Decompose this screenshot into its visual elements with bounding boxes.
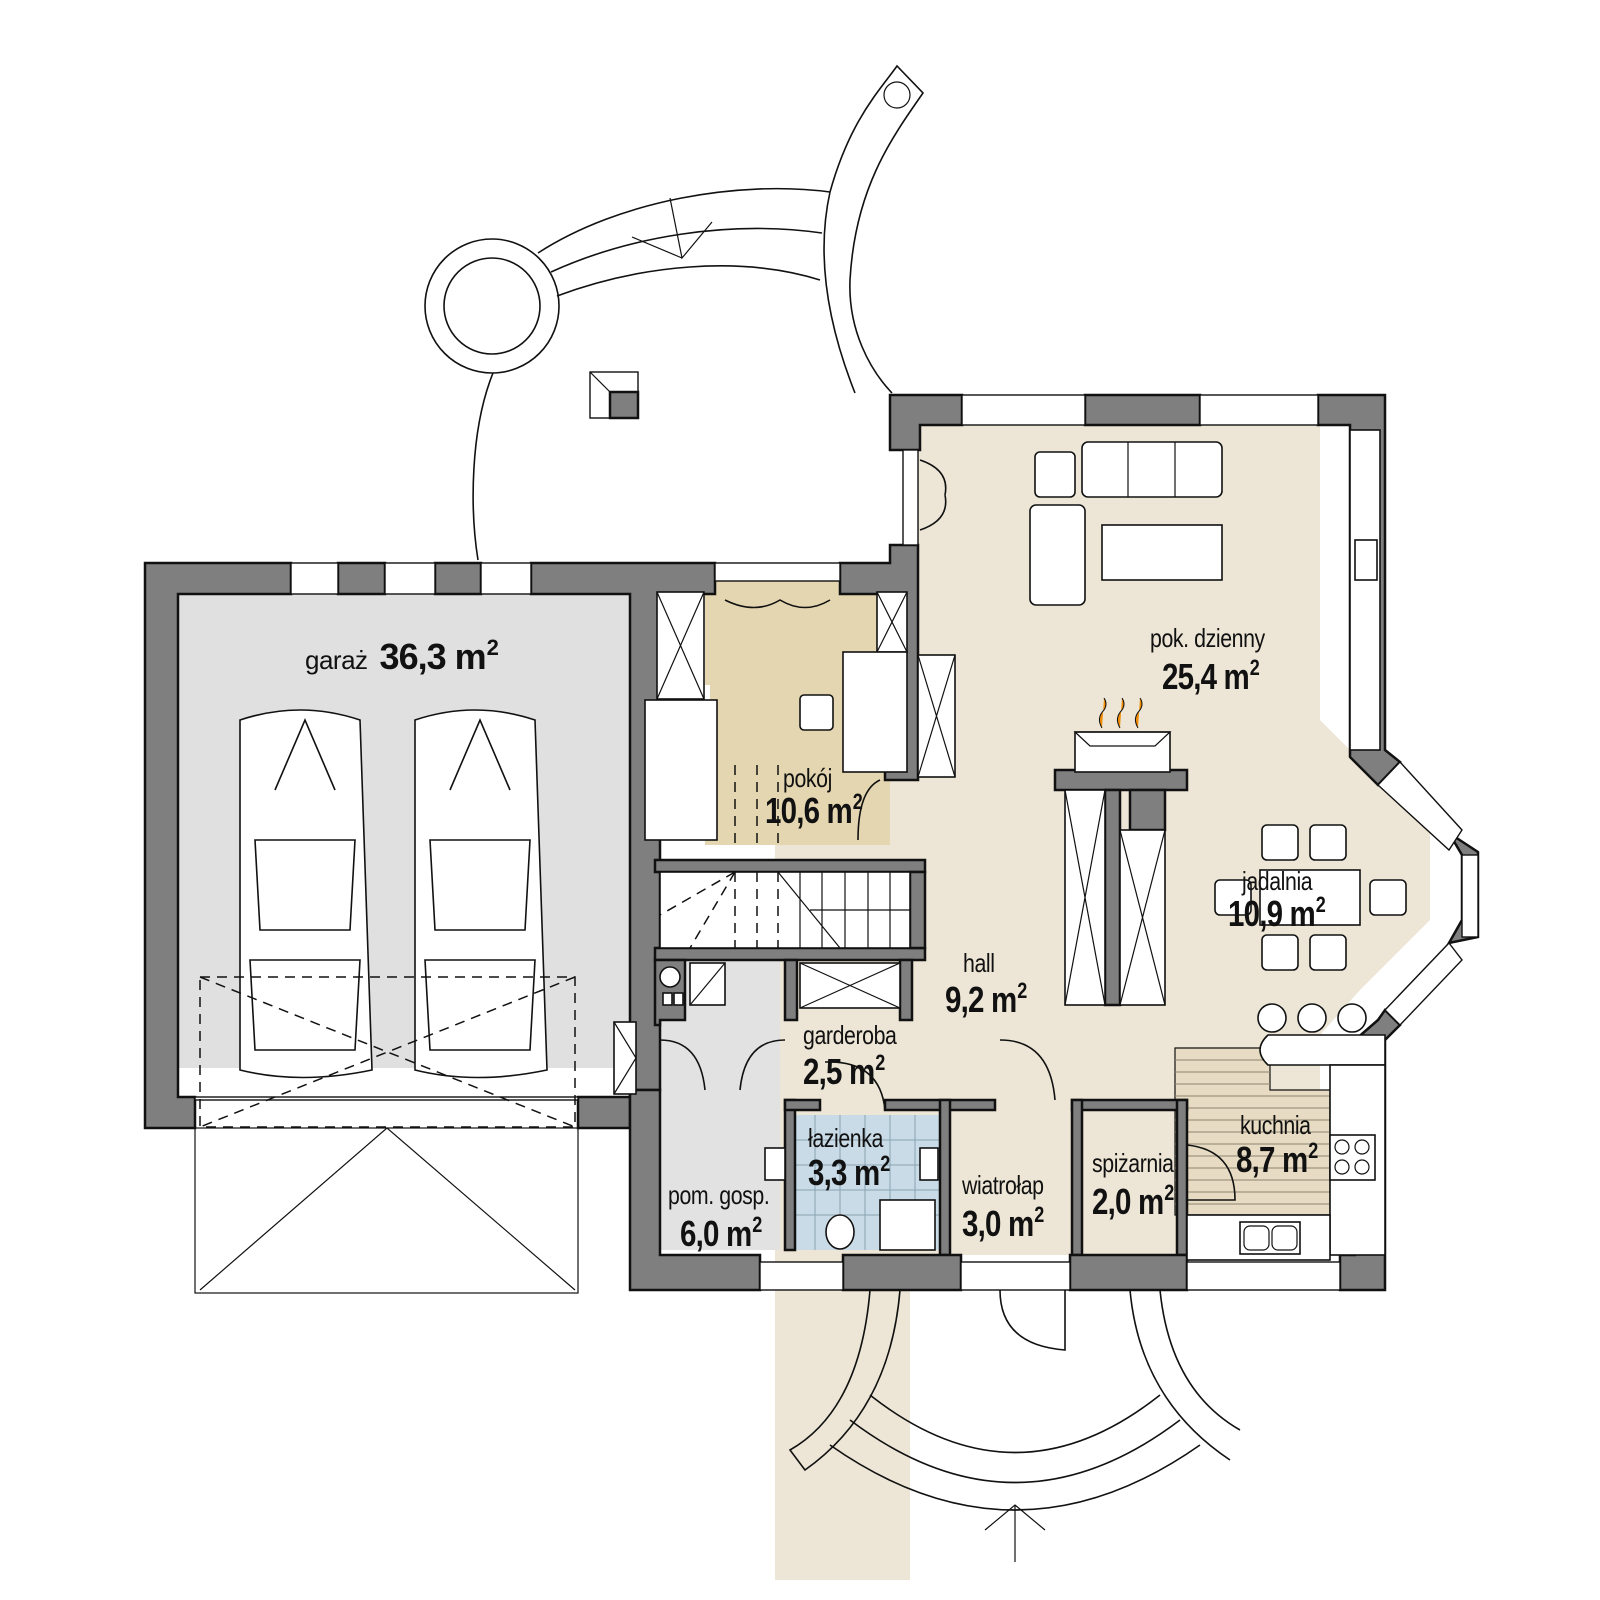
room-area: 2,5 m2 xyxy=(803,1050,885,1092)
room-label-pok-dzienny: pok. dzienny 25,4 m2 xyxy=(1150,625,1290,695)
room-area: 8,7 m2 xyxy=(1236,1138,1318,1180)
room-area: 9,2 m2 xyxy=(945,978,1027,1020)
room-label-garaz: garaż 36,3 m2 xyxy=(305,635,499,677)
room-label-kuchnia: kuchnia 8,7 m2 xyxy=(1236,1112,1335,1178)
room-label-garderoba: garderoba 2,5 m2 xyxy=(803,1022,917,1090)
room-name: garaż xyxy=(305,645,368,675)
washbasin-icon xyxy=(764,1147,786,1181)
bedroom-furniture xyxy=(644,591,956,845)
desk-icon xyxy=(842,651,908,773)
kitchen-floor xyxy=(1174,1047,1331,1216)
room-name: wiatrołap xyxy=(962,1170,1044,1200)
room-label-jadalnia: jadalnia 10,9 m2 xyxy=(1228,868,1346,932)
dining-table-icon xyxy=(1214,824,1407,1066)
coffee-table-icon xyxy=(1101,524,1223,581)
room-label-hall: hall 9,2 m2 xyxy=(945,950,1044,1018)
room-area: 10,9 m2 xyxy=(1228,892,1326,934)
room-name: garderoba xyxy=(803,1020,897,1050)
fireplace-icon xyxy=(1064,697,1172,1006)
room-name: pok. dzienny xyxy=(1150,623,1265,653)
living-furniture xyxy=(919,429,1381,751)
utility-fixtures xyxy=(613,962,1056,1251)
bed-icon xyxy=(644,699,718,841)
room-label-lazienka: łazienka 3,3 m2 xyxy=(808,1125,907,1191)
kitchen-appliances xyxy=(1186,1064,1386,1261)
room-area: 25,4 m2 xyxy=(1162,655,1260,697)
room-area: 3,3 m2 xyxy=(808,1151,890,1193)
sofa-icon xyxy=(1081,441,1223,498)
room-label-pokoj: pokój 10,6 m2 xyxy=(765,765,883,829)
room-label-spizarnia: spiżarnia 2,0 m2 xyxy=(1092,1150,1192,1220)
room-area: 3,0 m2 xyxy=(962,1202,1044,1244)
room-name: spiżarnia xyxy=(1092,1148,1174,1178)
car-icon xyxy=(239,709,373,1079)
staircase-icon xyxy=(659,871,911,949)
room-label-wiatrolap: wiatrołap 3,0 m2 xyxy=(962,1172,1062,1242)
room-name: jadalnia xyxy=(1242,866,1313,896)
entrance-steps xyxy=(788,1289,1241,1562)
toilet-icon xyxy=(825,1214,855,1250)
double-sink-icon xyxy=(1239,1221,1301,1255)
bathroom-tiles xyxy=(790,1115,940,1250)
shower-icon xyxy=(879,1199,936,1251)
car-icon xyxy=(414,709,548,1079)
room-name: kuchnia xyxy=(1240,1110,1311,1140)
washbasin-icon xyxy=(919,1147,939,1181)
room-name: pokój xyxy=(783,763,832,793)
room-name: pom. gosp. xyxy=(668,1180,770,1210)
garage-cars xyxy=(194,709,579,1294)
garden-terrace xyxy=(424,64,925,561)
armchair-icon xyxy=(1034,451,1076,498)
armchair-icon xyxy=(1029,504,1086,606)
room-area: 10,6 m2 xyxy=(765,789,863,831)
room-area: 36,3 m2 xyxy=(379,635,499,677)
room-name: łazienka xyxy=(808,1123,883,1153)
windows xyxy=(194,394,1479,1291)
room-area: 6,0 m2 xyxy=(680,1212,762,1254)
room-area: 2,0 m2 xyxy=(1092,1180,1174,1222)
room-name: hall xyxy=(963,948,995,978)
room-label-pom-gosp: pom. gosp. 6,0 m2 xyxy=(668,1182,792,1252)
